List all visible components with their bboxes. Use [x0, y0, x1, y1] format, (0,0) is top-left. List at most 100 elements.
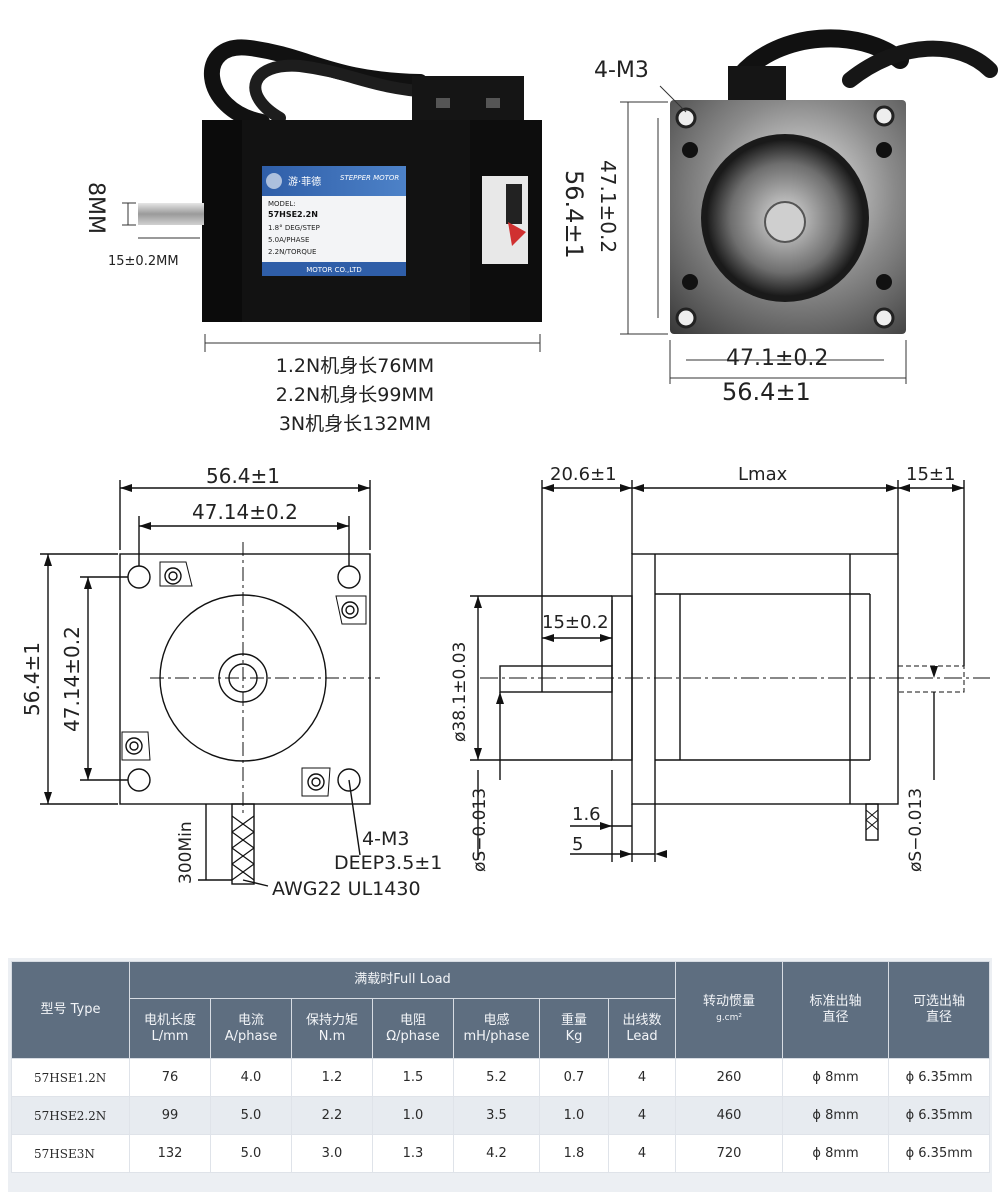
nameplate-spec3: 2.2N/TORQUE [268, 248, 316, 256]
cell-length: 132 [129, 1134, 211, 1173]
side-shaft-flat-label: 15±0.2 [542, 612, 609, 633]
cell-torque: 1.2 [291, 1058, 373, 1097]
cell-length: 76 [129, 1058, 211, 1097]
front-wire-label: AWG22 UL1430 [272, 878, 421, 900]
front-depth-label: DEEP3.5±1 [334, 852, 443, 874]
face-holes-label: 4-M3 [594, 58, 649, 83]
cell-torque: 3.0 [291, 1134, 373, 1173]
cell-inertia: 720 [675, 1134, 784, 1173]
connector-housing [412, 76, 524, 126]
cell-length: 99 [129, 1096, 211, 1135]
nameplate-brand: 游·菲德 [288, 175, 321, 188]
cell-type: 57HSE3N [11, 1134, 130, 1173]
cell-std-shaft: ϕ 8mm [782, 1134, 890, 1173]
side-flange-label: 5 [572, 834, 584, 855]
nameplate-model: 57HSE2.2N [268, 210, 318, 219]
cell-current: 4.0 [210, 1058, 292, 1097]
shaft-length-label: 15±0.2MM [108, 254, 179, 269]
technical-drawing [40, 480, 990, 887]
cell-torque: 2.2 [291, 1096, 373, 1135]
front-width-label: 56.4±1 [206, 464, 281, 488]
cell-inductance: 3.5 [453, 1096, 540, 1135]
cell-weight: 1.8 [539, 1134, 609, 1173]
table-row: 57HSE2.2N 99 5.0 2.2 1.0 3.5 1.0 4 460 ϕ… [11, 1096, 991, 1135]
shaft-diameter-label: 8MM [83, 182, 108, 234]
cell-current: 5.0 [210, 1134, 292, 1173]
side-view-lead-wire [865, 803, 879, 841]
front-hole-br [337, 768, 361, 792]
side-view-rear-shaft [897, 665, 965, 693]
side-view-body [631, 553, 899, 805]
front-height-label: 56.4±1 [20, 641, 44, 716]
face-hole-br [873, 307, 895, 329]
cell-lead: 4 [607, 1058, 677, 1097]
body-length-2: 2.2N机身长99MM [275, 384, 435, 406]
side-shaft-dia-rear-label: øS−0.013 [906, 787, 926, 872]
nameplate-model-caption: MODEL: [268, 200, 296, 208]
cell-weight: 1.0 [539, 1096, 609, 1135]
front-hole-bl [127, 768, 151, 792]
nameplate-spec2: 5.0A/PHASE [268, 236, 309, 244]
face-size-vertical-label: 56.4±1 [560, 170, 588, 259]
cell-lead: 4 [607, 1096, 677, 1135]
header-opt-shaft: 可选出轴直径 [888, 961, 991, 1059]
face-hole-tr [873, 105, 895, 127]
cell-lead: 4 [607, 1134, 677, 1173]
cell-resistance: 1.5 [372, 1058, 454, 1097]
table-row: 57HSE3N 132 5.0 3.0 1.3 4.2 1.8 4 720 ϕ … [11, 1134, 991, 1173]
front-screw [125, 567, 359, 791]
cell-inertia: 460 [675, 1096, 784, 1135]
side-view-shaft [499, 665, 613, 693]
cell-resistance: 1.3 [372, 1134, 454, 1173]
cell-type: 57HSE2.2N [11, 1096, 130, 1135]
body-length-1: 1.2N机身长76MM [275, 355, 435, 377]
header-full-load: 满载时Full Load [128, 961, 677, 999]
cell-inertia: 260 [675, 1058, 784, 1097]
front-holes-label: 4-M3 [362, 828, 410, 850]
motor-shaft [138, 203, 204, 225]
nameplate-product: STEPPER MOTOR [340, 174, 399, 182]
cell-inductance: 4.2 [453, 1134, 540, 1173]
body-length-caption: 1.2N机身长76MM 2.2N机身长99MM 3N机身长132MM [205, 352, 505, 439]
body-length-3: 3N机身长132MM [278, 413, 432, 435]
face-hole-bl [675, 307, 697, 329]
front-lead-wire [231, 803, 255, 885]
product-photo-section: 游·菲德 STEPPER MOTOR MODEL: 57HSE2.2N 1.8°… [0, 0, 1000, 470]
side-rear-len-label: 15±1 [906, 464, 956, 485]
side-front-len-label: 20.6±1 [550, 464, 617, 485]
motor-face-shaft [764, 201, 806, 243]
header-type: 型号 Type [11, 961, 130, 1059]
side-shaft-dia-front-label: øS−0.013 [470, 787, 490, 872]
table-row: 57HSE1.2N 76 4.0 1.2 1.5 5.2 0.7 4 260 ϕ… [11, 1058, 991, 1097]
cell-opt-shaft: ϕ 6.35mm [888, 1134, 991, 1173]
front-hole-tl [127, 565, 151, 589]
cell-current: 5.0 [210, 1096, 292, 1135]
cell-inductance: 5.2 [453, 1058, 540, 1097]
front-hole-pitch-v-label: 47.14±0.2 [60, 626, 84, 732]
face-size-horizontal-label: 56.4±1 [722, 378, 811, 406]
side-pilot-dia-label: ø38.1±0.03 [450, 641, 470, 742]
cell-weight: 0.7 [539, 1058, 609, 1097]
face-hole-tl [675, 107, 697, 129]
nameplate-footer: MOTOR CO.,LTD [306, 266, 362, 274]
technical-drawing-section: 56.4±1 47.14±0.2 56.4±1 47.14±0.2 300Min… [0, 464, 1000, 950]
cell-std-shaft: ϕ 8mm [782, 1096, 890, 1135]
side-pilot-height-label: 1.6 [572, 804, 601, 825]
side-body-len-label: Lmax [738, 464, 788, 485]
cell-std-shaft: ϕ 8mm [782, 1058, 890, 1097]
motor-photo-illustration: 游·菲德 STEPPER MOTOR MODEL: 57HSE2.2N 1.8°… [122, 29, 998, 384]
cell-type: 57HSE1.2N [11, 1058, 130, 1097]
face-pitch-vertical-label: 47.1±0.2 [596, 160, 620, 254]
cell-resistance: 1.0 [372, 1096, 454, 1135]
nameplate-spec1: 1.8° DEG/STEP [268, 224, 320, 232]
front-hole-tr [337, 565, 361, 589]
